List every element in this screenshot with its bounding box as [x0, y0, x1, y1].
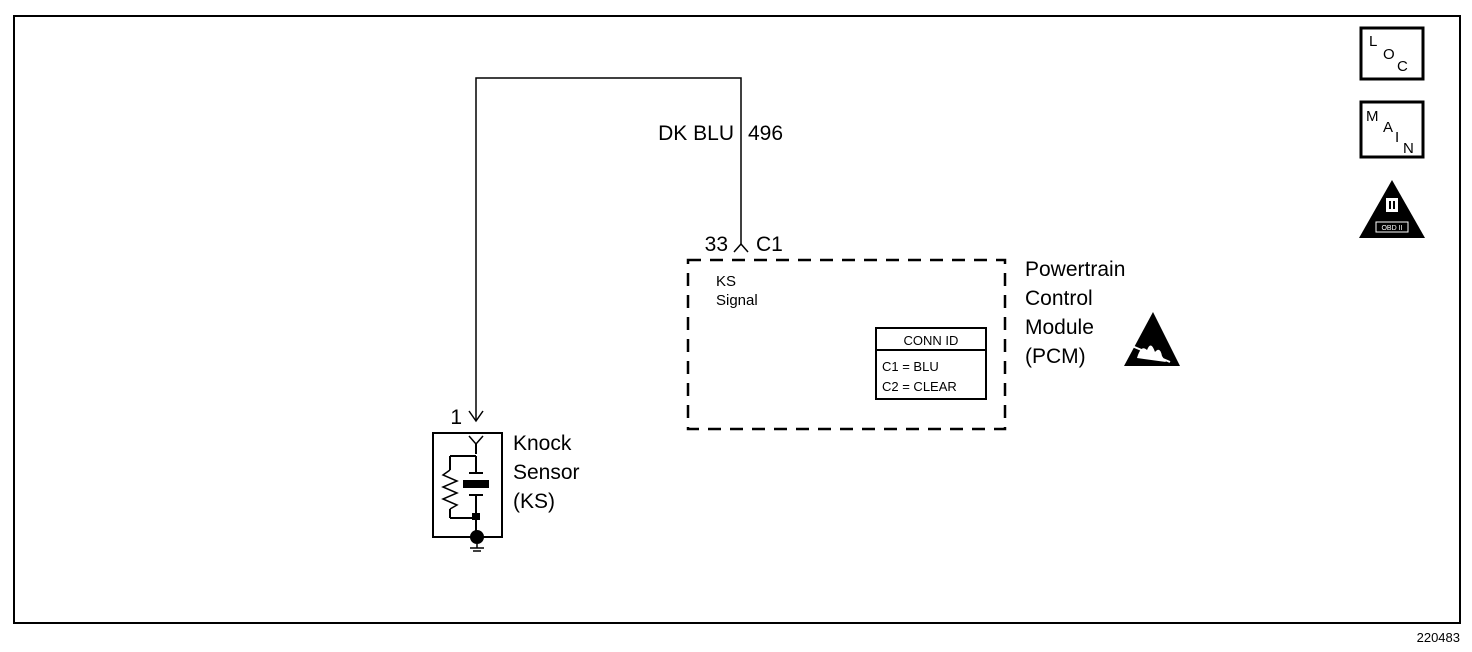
pcm-pin-number: 33: [705, 233, 728, 256]
pcm-connector-id: C1: [756, 233, 783, 256]
obd-label: OBD II: [1381, 225, 1402, 232]
wire-circuit-number: 496: [748, 122, 783, 145]
svg-text:M: M: [1366, 108, 1379, 125]
knock-sensor-outline: [432, 432, 503, 538]
esd-sensitive-icon: [1124, 312, 1180, 366]
wire-dk-blu-496: [475, 77, 742, 420]
pcm-pin-connector-symbol: [733, 242, 749, 253]
svg-text:I: I: [1395, 129, 1399, 146]
loc-button[interactable]: L O C: [1359, 26, 1425, 81]
svg-text:O: O: [1383, 46, 1395, 63]
diagram-frame: [13, 15, 1461, 624]
main-button[interactable]: M A I N: [1359, 100, 1425, 159]
svg-text:N: N: [1403, 140, 1414, 157]
ks-name-line3: (KS): [513, 490, 555, 513]
pcm-signal-label-line2: Signal: [716, 292, 758, 309]
pcm-signal-label-line1: KS: [716, 273, 736, 290]
pcm-name-line3: Module: [1025, 316, 1094, 339]
ks-pin-number: 1: [450, 406, 462, 429]
pcm-name-line2: Control: [1025, 287, 1093, 310]
figure-number: 220483: [1417, 630, 1460, 645]
ks-name-line1: Knock: [513, 432, 572, 455]
obd-ii-icon[interactable]: II OBD II: [1359, 180, 1425, 238]
knock-sensor-symbol: [441, 435, 489, 533]
conn-id-row: C2 = CLEAR: [882, 379, 957, 394]
svg-text:C: C: [1397, 58, 1408, 75]
ks-name-line2: Sensor: [513, 461, 580, 484]
wire-color-label: DK BLU: [658, 122, 734, 145]
svg-text:L: L: [1369, 33, 1377, 50]
pcm-module-outline: [686, 258, 1007, 431]
conn-id-table: CONN ID C1 = BLU C2 = CLEAR: [875, 327, 987, 400]
conn-id-title: CONN ID: [904, 333, 959, 348]
svg-text:A: A: [1383, 119, 1393, 136]
conn-id-row: C1 = BLU: [882, 359, 939, 374]
pcm-name-line1: Powertrain: [1025, 258, 1125, 281]
pcm-name-line4: (PCM): [1025, 345, 1086, 368]
ks-pin-arrow: [468, 410, 484, 423]
ground-icon: [470, 530, 484, 552]
